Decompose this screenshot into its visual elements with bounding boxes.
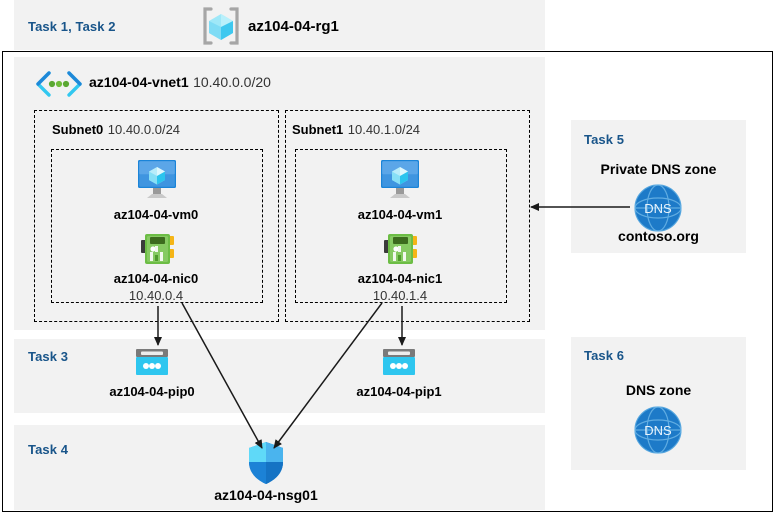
resource-group-task-label: Task 1, Task 2 — [28, 19, 116, 34]
pip1-label: az104-04-pip1 — [356, 384, 442, 399]
resource-group-header-band — [14, 0, 545, 50]
subnet1-inner-boundary — [295, 149, 507, 303]
subnet0-boundary — [34, 110, 279, 322]
subnet0-inner-boundary — [51, 149, 263, 303]
nic1-ip: 10.40.1.4 — [372, 288, 428, 303]
vm0-icon — [135, 157, 179, 201]
public-dns-task-label: Task 6 — [584, 348, 625, 363]
virtual-network-icon — [34, 70, 84, 98]
pip0-icon — [134, 347, 170, 379]
private-dns-name: contoso.org — [618, 228, 699, 244]
pip1-icon — [381, 347, 417, 379]
subnet1-title: Subnet1 10.40.1.0/24 — [292, 121, 420, 139]
vnet-panel — [14, 57, 545, 330]
private-dns-task-label: Task 5 — [584, 132, 625, 147]
public-dns-title: DNS zone — [625, 382, 692, 398]
resource-group-name: az104-04-rg1 — [248, 18, 339, 35]
nic1-label: az104-04-nic1 — [357, 271, 443, 286]
public-ip-task-label: Task 3 — [28, 349, 69, 364]
pip0-label: az104-04-pip0 — [109, 384, 195, 399]
private-dns-globe-icon: DNS — [632, 182, 684, 234]
vnet-address-space: 10.40.0.0/20 — [193, 74, 271, 90]
subnet0-name: Subnet0 — [52, 122, 104, 137]
private-dns-title: Private DNS zone — [600, 161, 717, 177]
nsg-task-label: Task 4 — [28, 442, 69, 457]
public-ip-panel — [14, 339, 545, 413]
public-dns-globe-icon: DNS — [632, 404, 684, 456]
nsg-label: az104-04-nsg01 — [214, 487, 318, 503]
resource-group-boundary — [2, 51, 773, 512]
subnet1-cidr: 10.40.1.0/24 — [347, 122, 421, 137]
subnet1-boundary — [285, 110, 530, 322]
resource-group-cube-icon — [199, 6, 243, 46]
vm1-label: az104-04-vm1 — [357, 207, 443, 222]
subnet0-cidr: 10.40.0.0/24 — [107, 122, 181, 137]
subnet1-name: Subnet1 — [292, 122, 344, 137]
vnet-title: az104-04-vnet1 10.40.0.0/20 — [89, 74, 271, 92]
nic1-icon — [384, 232, 418, 268]
nic0-icon — [141, 232, 175, 268]
svg-text:DNS: DNS — [644, 201, 672, 216]
vm0-label: az104-04-vm0 — [113, 207, 199, 222]
nic0-label: az104-04-nic0 — [113, 271, 199, 286]
nic0-ip: 10.40.0.4 — [128, 288, 184, 303]
svg-text:DNS: DNS — [644, 423, 672, 438]
network-security-group-shield-icon — [246, 440, 286, 486]
subnet0-title: Subnet0 10.40.0.0/24 — [52, 121, 180, 139]
vnet-name: az104-04-vnet1 — [89, 74, 189, 90]
vm1-icon — [378, 157, 422, 201]
